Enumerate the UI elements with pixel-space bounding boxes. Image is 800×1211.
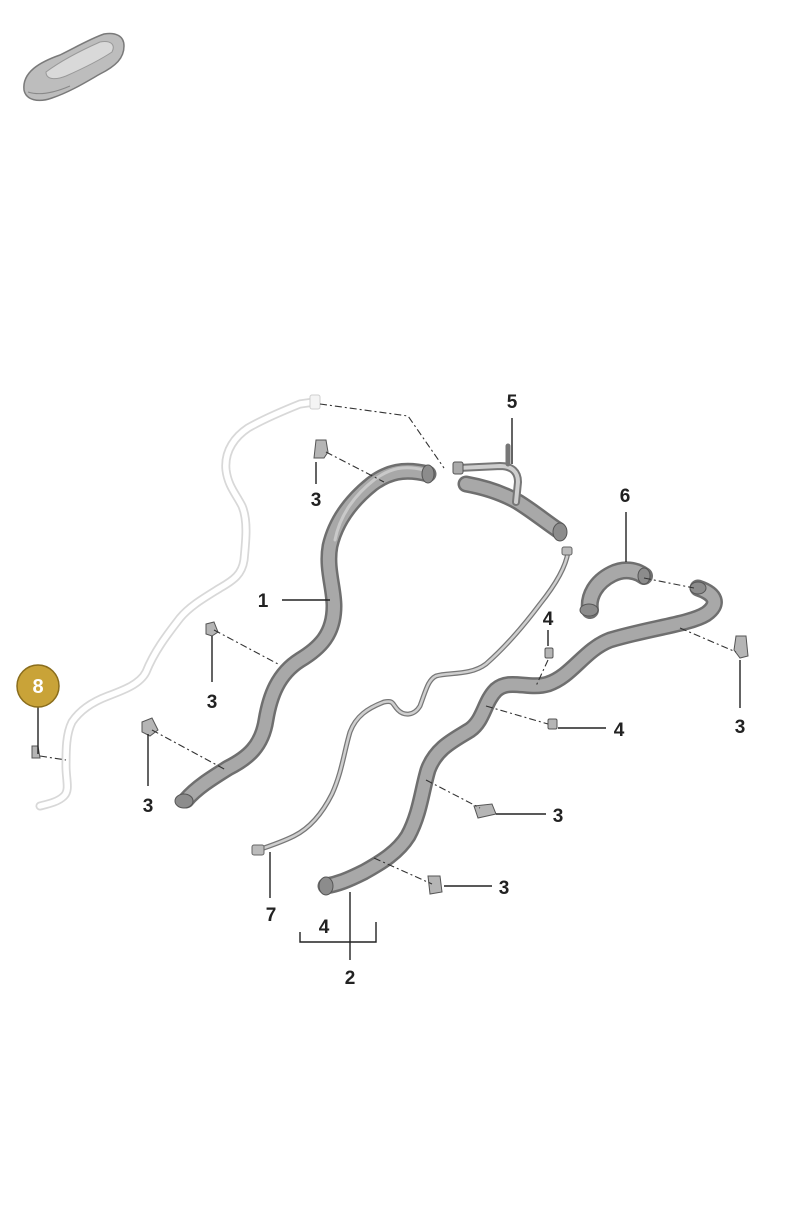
- callout-part-3: 3: [311, 490, 322, 511]
- callout-badge-part-8[interactable]: 8: [16, 664, 60, 708]
- callout-part-1: 1: [258, 591, 269, 612]
- hose-part-6[interactable]: [579, 561, 653, 619]
- leader-lines: [37, 418, 741, 960]
- callout-part-6: 6: [620, 486, 631, 507]
- clip-part-4[interactable]: [544, 647, 558, 730]
- hose-part-2[interactable]: [317, 579, 723, 896]
- connector-part-5[interactable]: [452, 443, 568, 542]
- callout-part-4: 4: [614, 720, 625, 741]
- callout-part-4: 4: [319, 917, 330, 938]
- hose-part-8[interactable]: [35, 394, 321, 811]
- callout-part-8: 8: [32, 676, 43, 698]
- callout-part-3: 3: [143, 796, 154, 817]
- callout-part-5: 5: [507, 392, 518, 413]
- callout-labels: 5 3 6 1 4 3 4 3 3 3 3 7 4 2: [143, 392, 746, 989]
- hose-part-1[interactable]: [174, 462, 437, 809]
- callout-part-3: 3: [207, 692, 218, 713]
- callout-part-7: 7: [266, 905, 277, 926]
- callout-part-3: 3: [499, 878, 510, 899]
- callout-part-4: 4: [543, 609, 554, 630]
- callout-part-3: 3: [553, 806, 564, 827]
- pipe-part-7[interactable]: [251, 546, 573, 856]
- car-silhouette-icon: [23, 32, 125, 102]
- assembly-lines: [39, 403, 737, 885]
- clip-part-3[interactable]: [31, 439, 749, 895]
- callout-part-3: 3: [735, 717, 746, 738]
- callout-part-2: 2: [345, 968, 356, 989]
